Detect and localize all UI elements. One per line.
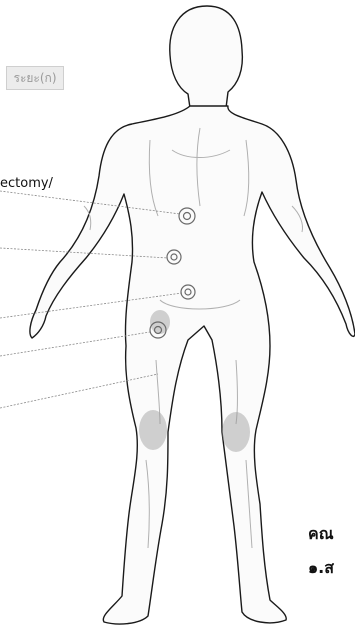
head-outline	[170, 6, 243, 113]
human-body-front-icon	[30, 6, 355, 624]
body-outline	[30, 106, 355, 624]
